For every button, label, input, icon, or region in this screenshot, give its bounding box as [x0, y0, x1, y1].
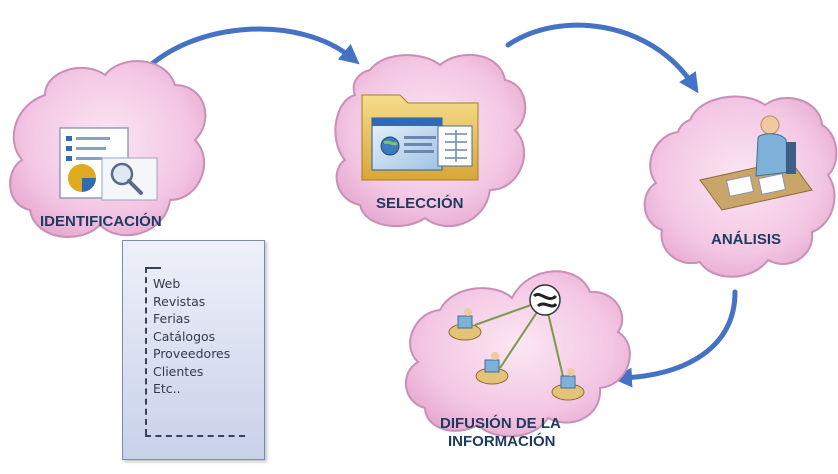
source-item: Ferias [153, 311, 190, 326]
source-item: Revistas [153, 293, 206, 309]
step-label-difusion-line1: DIFUSIÓN DE LA [440, 414, 561, 432]
step-label-seleccion: SELECCIÓN [376, 194, 464, 212]
bracket-left [145, 267, 147, 435]
network-icon [448, 284, 585, 401]
cloud-difusion: DIFUSIÓN DE LA INFORMACIÓN [404, 270, 631, 450]
step-label-identificacion: IDENTIFICACIÓN [40, 212, 162, 230]
document-search-icon [59, 127, 158, 201]
computer-user-icon-2 [475, 352, 509, 385]
arrow-seleccion-to-analisis [505, 22, 699, 94]
step-label-difusion-line2: INFORMACIÓN [448, 432, 556, 450]
cloud-analisis: ANÁLISIS [643, 95, 838, 278]
folder-documents-icon [361, 94, 479, 181]
source-item: Catálogos [153, 328, 216, 344]
computer-user-icon-3 [551, 368, 585, 401]
source-item: Proveedores [153, 346, 231, 361]
computer-user-icon-1 [448, 308, 482, 341]
sources-box: Web Revistas Ferias Catálogos Proveedore… [122, 240, 265, 460]
cloud-seleccion: SELECCIÓN [334, 53, 527, 228]
source-item: Web [153, 276, 181, 291]
arrow-identificacion-to-seleccion [140, 26, 360, 75]
bracket-bottom [145, 435, 245, 437]
step-label-analisis: ANÁLISIS [711, 231, 781, 248]
bracket-top [145, 267, 161, 269]
source-item: Etc.. [153, 381, 181, 396]
sources-list: Web Revistas Ferias Catálogos Proveedore… [153, 275, 230, 398]
cloud-identificacion: IDENTIFICACIÓN [9, 60, 207, 238]
arrow-analisis-to-difusion [612, 289, 738, 388]
source-item: Clientes [153, 363, 204, 379]
person-at-desk-icon [699, 115, 813, 211]
